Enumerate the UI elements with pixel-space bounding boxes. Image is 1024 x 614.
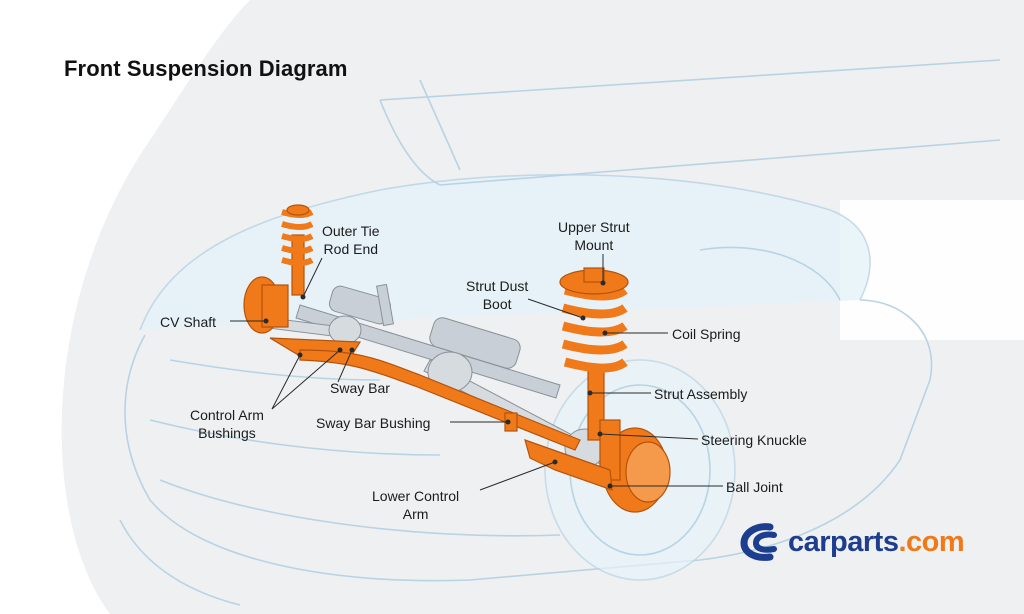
label-control-arm-bushings: Control Arm Bushings: [190, 407, 264, 441]
logo-wordmark: carparts.com: [788, 525, 965, 558]
label-steering-knuckle: Steering Knuckle: [701, 432, 807, 448]
label-strut-dust-boot: Strut Dust Boot: [466, 278, 529, 312]
right-coil-spring: [561, 285, 628, 373]
steering-rack: [295, 283, 561, 399]
label-coil-spring: Coil Spring: [672, 326, 741, 342]
label-outer-tie-rod-end: Outer Tie Rod End: [322, 223, 380, 257]
leader-lines: [230, 254, 723, 491]
diagram-title: Front Suspension Diagram: [64, 56, 348, 81]
label-cv-shaft: CV Shaft: [160, 314, 217, 330]
label-ball-joint: Ball Joint: [726, 479, 783, 495]
carparts-logo[interactable]: carparts.com: [740, 522, 965, 562]
label-strut-assembly: Strut Assembly: [654, 386, 748, 402]
carparts-logo-icon: [740, 523, 777, 561]
leader-dots: [263, 280, 613, 489]
label-sway-bar-bushing: Sway Bar Bushing: [316, 415, 431, 431]
right-lower-control-arm: [524, 439, 613, 491]
car-silhouette: [119, 59, 1001, 606]
label-sway-bar: Sway Bar: [330, 380, 390, 396]
label-lower-control-arm: Lower Control Arm: [372, 488, 460, 522]
label-upper-strut-mount: Upper Strut Mount: [558, 219, 630, 253]
